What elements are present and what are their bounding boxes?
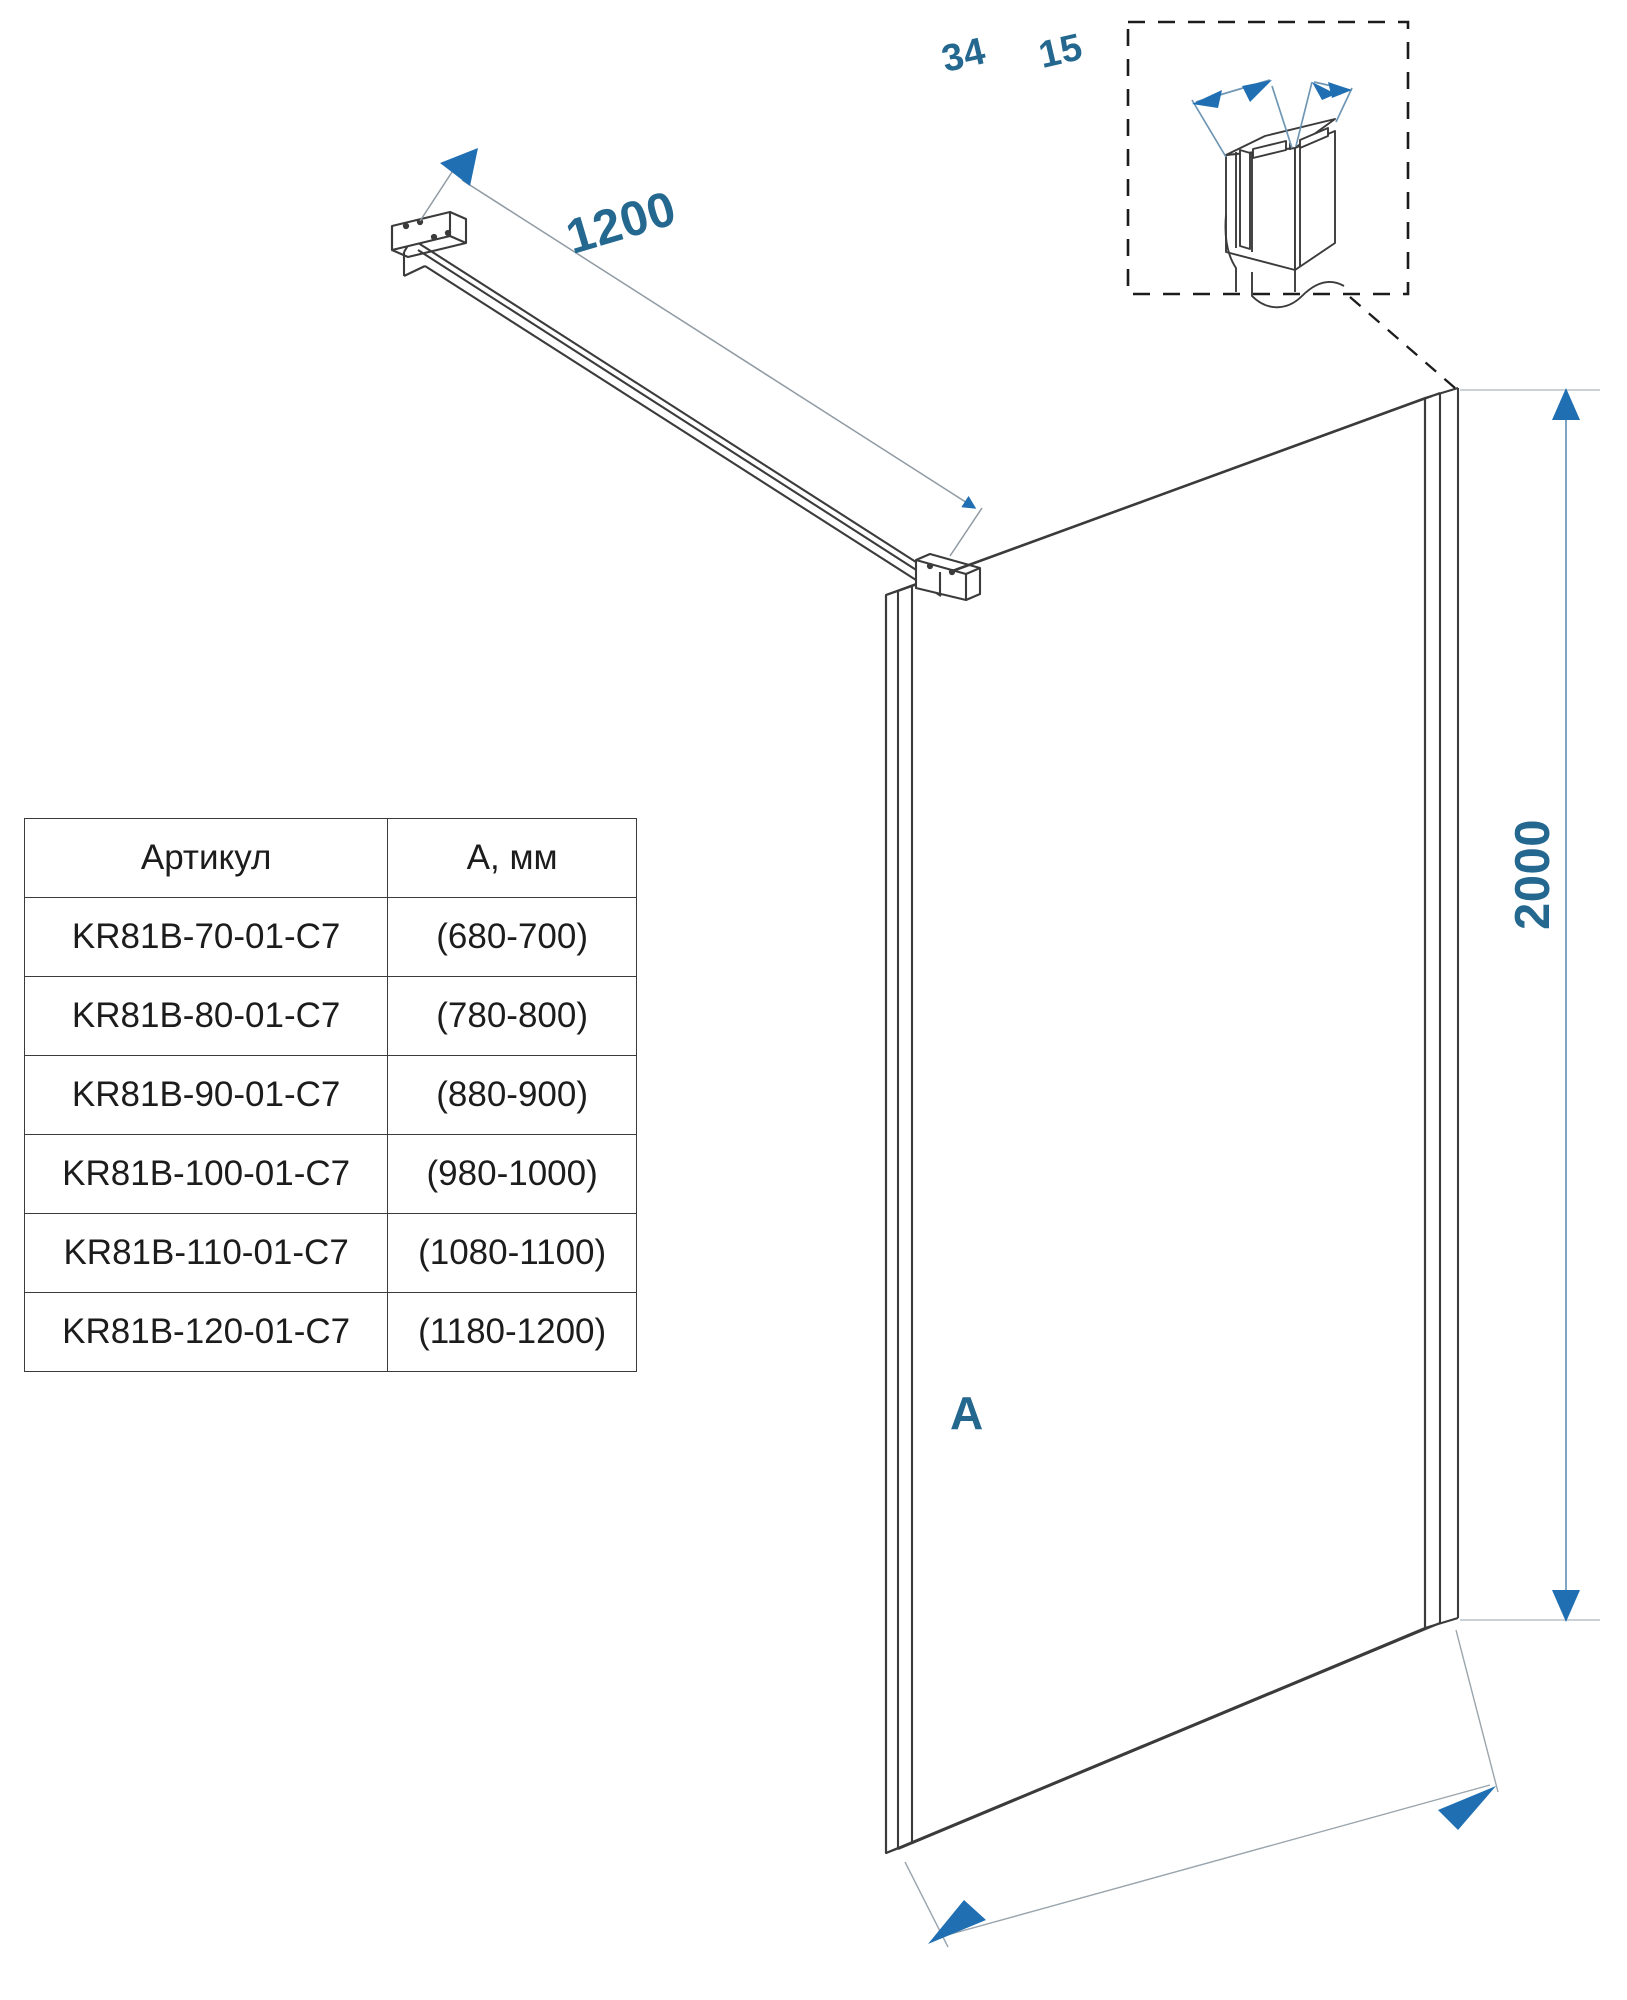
dimension-extension-2000: [1460, 389, 1600, 1621]
cell-article: KR81B-70-01-C7: [23, 897, 389, 977]
arrow-2000-top: [1552, 388, 1580, 420]
dimension-label-panel-width: A: [950, 1387, 984, 1439]
arrow-A-right: [1438, 1786, 1496, 1830]
profile-bracket-detail: [1224, 118, 1345, 309]
cell-article: KR81B-120-01-C7: [23, 1292, 389, 1372]
cell-article: KR81B-110-01-C7: [23, 1213, 389, 1293]
table-row: KR81B-70-01-C7 (680-700): [23, 897, 637, 977]
arrow-1200-start: [440, 148, 478, 186]
support-bar: [390, 210, 982, 602]
cell-size: (880-900): [387, 1055, 637, 1135]
cell-size: (980-1000): [387, 1134, 637, 1214]
glass-panel-outline: [884, 386, 1460, 1855]
arrow-34-left: [1192, 90, 1222, 108]
cell-size: (780-800): [387, 976, 637, 1056]
arrow-15-right: [1328, 82, 1352, 98]
table-row: KR81B-120-01-C7 (1180-1200): [23, 1292, 637, 1372]
cell-size: (1080-1100): [387, 1213, 637, 1293]
table-row: KR81B-80-01-C7 (780-800): [23, 976, 637, 1056]
table-header-article: Артикул: [23, 818, 389, 898]
cell-article: KR81B-90-01-C7: [23, 1055, 389, 1135]
arrow-34-right: [1242, 80, 1272, 102]
table-row: KR81B-90-01-C7 (880-900): [23, 1055, 637, 1135]
arrow-15-left: [1312, 82, 1336, 100]
cell-article: KR81B-80-01-C7: [23, 976, 389, 1056]
dimension-label-panel-height: 2000: [1506, 818, 1560, 930]
cell-article: KR81B-100-01-C7: [23, 1134, 389, 1214]
table-row: KR81B-110-01-C7 (1080-1100): [23, 1213, 637, 1293]
table-row: KR81B-100-01-C7 (980-1000): [23, 1134, 637, 1214]
table-header-size: А, мм: [387, 818, 637, 898]
cell-size: (680-700): [387, 897, 637, 977]
specification-table: Артикул А, мм KR81B-70-01-C7 (680-700) K…: [23, 818, 637, 1372]
arrow-2000-bottom: [1552, 1590, 1580, 1622]
arrow-A-left: [928, 1900, 986, 1944]
cell-size: (1180-1200): [387, 1292, 637, 1372]
table-header-row: Артикул А, мм: [23, 818, 637, 898]
dimension-line-1200: [419, 171, 983, 557]
